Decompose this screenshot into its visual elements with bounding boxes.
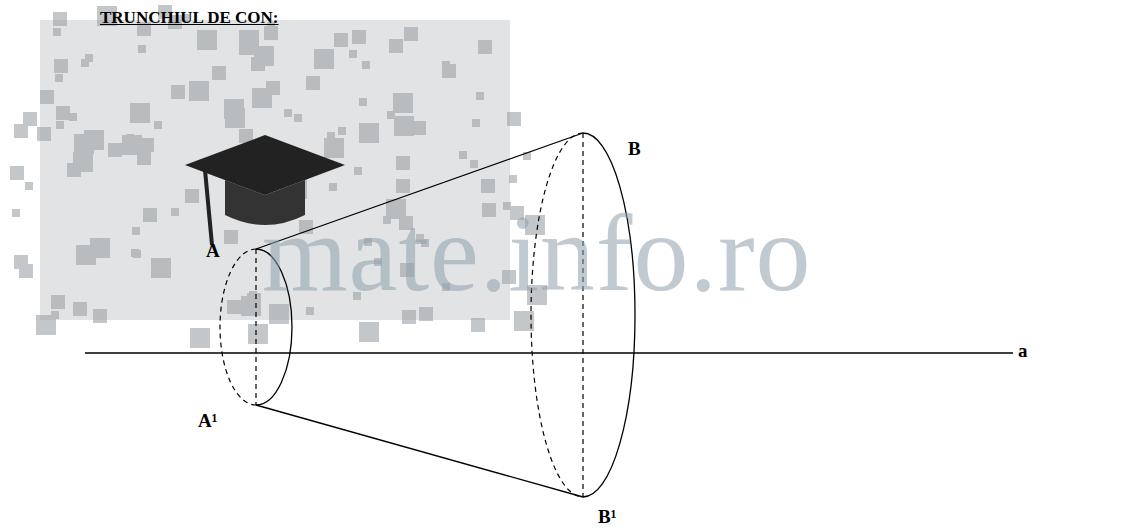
point-label: B¹	[598, 506, 616, 528]
axis-line	[85, 352, 1013, 353]
point-label: A	[206, 240, 220, 262]
watermark: mate.info.ro	[262, 190, 812, 317]
axis-label: a	[1018, 340, 1028, 362]
point-label: A¹	[198, 410, 217, 432]
diagram-title: TRUNCHIUL DE CON:	[100, 8, 279, 28]
point-label: B	[628, 138, 641, 160]
